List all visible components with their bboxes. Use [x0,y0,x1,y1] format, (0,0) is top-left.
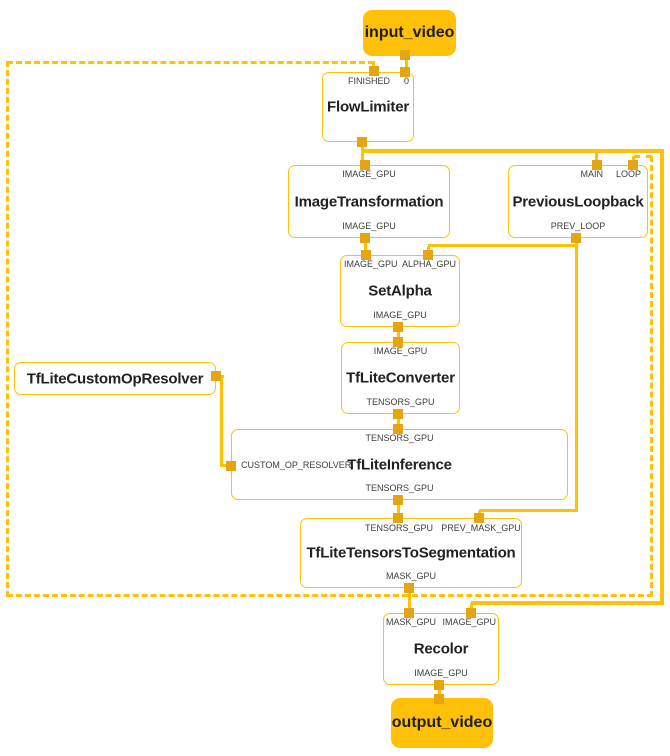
edge-setalpha-converter [397,327,400,342]
port-converter-out [393,409,403,419]
port-inference-tensors-in [393,424,403,434]
edge-input-to-flowlimiter [405,55,408,72]
port-label-loop: LOOP [615,169,641,179]
port-imagetransformation-out [360,233,370,243]
node-title: PreviousLoopback [512,193,644,210]
node-tflite-custom-op-resolver[interactable]: TfLiteCustomOpResolver [14,362,216,395]
node-title: TfLiteInference [347,456,452,473]
node-title: Recolor [413,640,469,658]
port-label-tensors-gpu-out: TENSORS_GPU [365,483,434,493]
port-recolor-image [466,608,476,618]
edge-imagetransformation-setalpha [364,238,367,255]
port-label-prev-loop: PREV_LOOP [550,221,606,231]
port-segmentation-prevmask [474,513,484,523]
port-label-main: MAIN [580,169,603,179]
edge-flowlimiter-right [361,149,664,153]
stream-output-video[interactable]: output_video [391,698,493,748]
port-imagetransformation-in [360,160,370,170]
stream-input-video[interactable]: input_video [363,10,456,56]
port-label-custom-op-resolver: CUSTOM_OP_RESOLVER [241,459,352,470]
port-label-mask-gpu: MASK_GPU [386,617,437,627]
node-set-alpha[interactable]: IMAGE_GPU ALPHA_GPU SetAlpha IMAGE_GPU [340,255,460,327]
port-setalpha-alpha [423,250,433,260]
edge-right-loop-bottom [471,601,664,605]
port-setalpha-out [393,322,403,332]
node-flow-limiter[interactable]: FINISHED 0 FlowLimiter [322,72,414,142]
port-setalpha-image [361,250,371,260]
port-flowlimiter-finished [369,66,379,76]
edge-right-loop-down [660,149,664,605]
edge-backedge-right [650,156,653,597]
node-tflite-converter[interactable]: IMAGE_GPU TfLiteConverter TENSORS_GPU [341,342,460,414]
node-title: FlowLimiter [327,98,409,116]
edge-recolor-output [438,685,441,700]
edge-flowlimiter-down [361,142,364,165]
port-input-video-out [400,50,410,60]
node-title: TfLiteConverter [346,369,455,387]
port-label-prev-mask-gpu: PREV_MASK_GPU [441,523,521,533]
port-inference-tensors-out [393,495,403,505]
edge-prevloop-to-alpha [428,244,578,247]
port-resolver-out [211,371,221,381]
port-flowlimiter-out [357,137,367,147]
port-label-image-gpu: IMAGE_GPU [442,617,496,627]
node-tflite-tensors-to-segmentation[interactable]: TENSORS_GPU PREV_MASK_GPU TfLiteTensorsT… [300,518,522,588]
node-previous-loopback[interactable]: MAIN LOOP PreviousLoopback PREV_LOOP [508,165,648,238]
port-flowlimiter-zero [400,67,410,77]
node-image-transformation[interactable]: IMAGE_GPU ImageTransformation IMAGE_GPU [288,165,450,238]
port-label-alpha-gpu: ALPHA_GPU [401,259,456,269]
port-label-image-gpu-out: IMAGE_GPU [414,668,468,678]
node-title: ImageTransformation [294,193,444,210]
port-label-image-gpu-out: IMAGE_GPU [342,221,396,231]
edge-prevloop-to-prevmask [479,509,578,512]
port-previousloopback-main [592,160,602,170]
port-recolor-out [434,680,444,690]
edge-backedge-finished-stub [372,61,375,69]
edge-prevloop-down [575,238,578,512]
port-output-video-in [434,694,444,704]
port-segmentation-mask-out [404,583,414,593]
port-label-image-gpu-in: IMAGE_GPU [373,346,428,356]
port-label-tensors-gpu-out: TENSORS_GPU [366,397,435,407]
node-title: TfLiteTensorsToSegmentation [306,544,516,562]
edge-mask-to-recolor [408,588,411,613]
port-previousloopback-prevloop [571,233,581,243]
edge-backedge-bottom-right [412,594,653,597]
edge-backedge-left [6,61,9,597]
port-segmentation-tensors [393,513,403,523]
port-label-finished: FINISHED [347,76,390,86]
edge-converter-inference [397,414,400,429]
node-tflite-inference[interactable]: TENSORS_GPU CUSTOM_OP_RESOLVER TfLiteInf… [231,429,568,500]
stream-output-video-label: output_video [391,714,493,731]
port-converter-in [393,337,403,347]
port-label-zero: 0 [403,76,409,86]
port-label-tensors-gpu-in: TENSORS_GPU [364,523,434,533]
edge-backedge-top [7,61,374,64]
node-title: TfLiteCustomOpResolver [26,370,204,387]
port-label-image-gpu-out: IMAGE_GPU [373,310,427,320]
node-recolor[interactable]: MASK_GPU IMAGE_GPU Recolor IMAGE_GPU [383,613,499,685]
edge-backedge-to-loop [634,155,652,158]
node-title: SetAlpha [368,282,432,300]
port-inference-customop [226,461,236,471]
port-previousloopback-loop [628,160,638,170]
port-label-tensors-gpu-in: TENSORS_GPU [365,433,434,443]
stream-input-video-label: input_video [364,24,455,41]
edge-inference-segmentation [397,500,400,518]
edge-backedge-bottom-left [7,594,408,597]
port-label-mask-gpu-out: MASK_GPU [385,571,436,581]
edge-to-main-stub [595,151,598,165]
port-recolor-mask [404,608,414,618]
port-label-image-gpu: IMAGE_GPU [344,259,398,269]
edge-resolver-down [220,375,223,467]
port-label-image-gpu-in: IMAGE_GPU [342,169,396,179]
